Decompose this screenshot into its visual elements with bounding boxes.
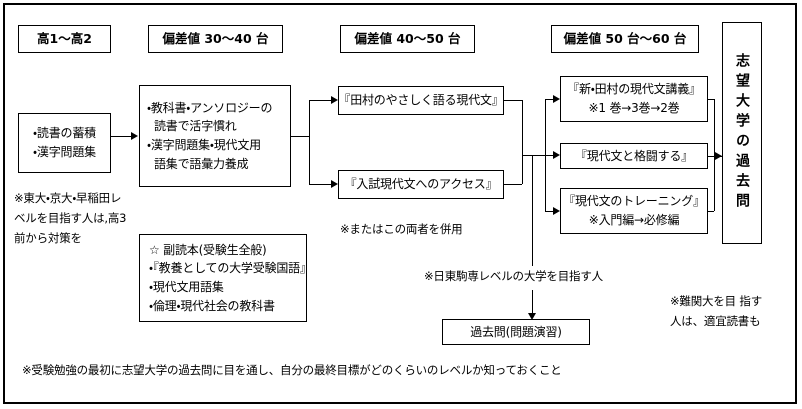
shin-tamura-kougi-line-1: 『新・田村の現代文講義』 bbox=[567, 82, 701, 97]
connector-stage2b-out bbox=[504, 184, 522, 185]
supplementary-reader-line-2: ・『教養としての大学受験国語』 bbox=[149, 261, 312, 276]
connector-merge-col4 bbox=[714, 99, 715, 211]
connector-stage3b-out bbox=[708, 156, 714, 157]
reading-accumulation-box: ・読書の蓄積 ・漢字問題集 bbox=[18, 113, 111, 173]
goal-past-exam-box: 志望大学の過去問 bbox=[722, 22, 762, 244]
shin-tamura-kougi-line-2: ※1 巻→3巻→2巻 bbox=[588, 101, 680, 115]
header-hensachi-50-60: 偏差値 50 台～60 台 bbox=[551, 25, 699, 53]
connector-stage3a-out bbox=[708, 99, 714, 100]
kakomon-enshu-box: 過去問(問題演習) bbox=[442, 319, 590, 345]
textbook-anthology-box: ・教科書・アンソロジーの 読書で活字慣れ ・漢字問題集・現代文用 語集で語彙力養… bbox=[139, 85, 291, 187]
note-top-universities-line-3: 前から対策を bbox=[14, 231, 82, 246]
connector-to-stage2a bbox=[309, 100, 331, 101]
reading-accumulation-line-1: ・読書の蓄積 bbox=[33, 126, 96, 141]
bottom-caption: ※受験勉強の最初に志望大学の過去問に目を通し、自分の最終目標がどのくらいのレベル… bbox=[22, 363, 562, 377]
connector-split-vertical bbox=[309, 100, 310, 184]
goal-past-exam-label: 志望大学の過去問 bbox=[734, 53, 750, 213]
header-hensachi-50-60-label: 偏差値 50 台～60 台 bbox=[563, 31, 687, 47]
textbook-anthology-line-3: ・漢字問題集・現代文用 bbox=[147, 138, 261, 152]
note-top-universities-line-2: ベルを目指す人は,高3 bbox=[14, 211, 127, 226]
header-hensachi-40-50: 偏差値 40～50 台 bbox=[340, 25, 475, 53]
header-grade-label: 高1～高2 bbox=[37, 31, 92, 47]
header-hensachi-30-40: 偏差値 30～40 台 bbox=[148, 25, 283, 53]
outer-frame bbox=[3, 3, 797, 404]
connector-start-to-stage1 bbox=[111, 136, 131, 137]
arrowhead-down-to-pastexam bbox=[528, 313, 536, 320]
gendaibun-training-line-2: ※入門編→必修編 bbox=[588, 213, 680, 227]
kakomon-enshu-label: 過去問(問題演習) bbox=[470, 324, 562, 339]
connector-down-to-pastexam bbox=[532, 155, 533, 266]
connector-junction-bus bbox=[522, 155, 545, 156]
nyushi-access-label: 『入試現代文へのアクセス』 bbox=[344, 177, 498, 192]
connector-stage3c-out bbox=[708, 211, 714, 212]
connector-stage1-out bbox=[291, 136, 309, 137]
connector-to-stage3a bbox=[545, 99, 553, 100]
supplementary-reader-line-4: ・倫理・現代社会の教科書 bbox=[149, 298, 275, 313]
note-nankan-daigaku-line-2: 人は、適宜読書も bbox=[670, 314, 761, 329]
nyushi-access-box: 『入試現代文へのアクセス』 bbox=[338, 170, 504, 199]
supplementary-reader-line-3: ・現代文用語集 bbox=[149, 280, 224, 294]
note-nankan-daigaku-line-1: ※難関大を目 指す bbox=[670, 294, 762, 308]
gendaibun-kakutou-box: 『現代文と格闘する』 bbox=[560, 143, 708, 169]
arrowhead-to-stage2b bbox=[331, 180, 338, 188]
header-hensachi-30-40-label: 偏差値 30～40 台 bbox=[162, 31, 269, 47]
textbook-anthology-line-1: ・教科書・アンソロジーの bbox=[147, 100, 273, 115]
tamura-yasashiku-box: 『田村のやさしく語る現代文』 bbox=[338, 86, 504, 115]
connector-to-stage3c bbox=[545, 211, 553, 212]
arrowhead-to-goal bbox=[715, 152, 722, 160]
gendaibun-training-box: 『現代文のトレーニング』 ※入門編→必修編 bbox=[560, 188, 708, 234]
arrowhead-to-stage3b bbox=[553, 151, 560, 159]
header-hensachi-40-50-label: 偏差値 40～50 台 bbox=[354, 31, 461, 47]
connector-to-stage2b bbox=[309, 184, 331, 185]
gendaibun-training-line-1: 『現代文のトレーニング』 bbox=[563, 194, 705, 209]
header-grade: 高1～高2 bbox=[18, 25, 111, 53]
supplementary-reader-box: ☆ 副読本(受験生全般) ・『教養としての大学受験国語』 ・現代文用語集 ・倫理… bbox=[139, 234, 312, 322]
arrowhead-to-stage3c bbox=[553, 207, 560, 215]
supplementary-reader-line-1: ☆ 副読本(受験生全般) bbox=[149, 242, 267, 257]
textbook-anthology-line-2: 読書で活字慣れ bbox=[154, 119, 237, 134]
note-use-both: ※またはこの両者を併用 bbox=[340, 219, 463, 239]
note-use-both-line-1: ※またはこの両者を併用 bbox=[340, 222, 463, 236]
connector-merge-col3 bbox=[522, 100, 523, 184]
reading-accumulation-line-2: ・漢字問題集 bbox=[33, 145, 96, 159]
connector-down-to-pastexam-2 bbox=[532, 290, 533, 313]
shin-tamura-kougi-box: 『新・田村の現代文講義』 ※1 巻→3巻→2巻 bbox=[560, 76, 708, 122]
note-nankan-daigaku: ※難関大を目 指す 人は、適宜読書も bbox=[670, 291, 762, 331]
arrowhead-to-stage3a bbox=[553, 95, 560, 103]
note-nittoukomasen-line-1: ※日東駒専レベルの大学を目指す人 bbox=[424, 269, 603, 283]
note-top-universities: ※東大・京大・早稲田レ ベルを目指す人は,高3 前から対策を bbox=[14, 188, 126, 248]
tamura-yasashiku-label: 『田村のやさしく語る現代文』 bbox=[338, 93, 504, 108]
note-nittoukomasen: ※日東駒専レベルの大学を目指す人 bbox=[424, 266, 603, 286]
arrowhead-to-stage2a bbox=[331, 96, 338, 104]
connector-stage2a-out bbox=[504, 100, 522, 101]
textbook-anthology-line-4: 語集で語彙力養成 bbox=[154, 156, 249, 171]
arrowhead-start-to-stage1 bbox=[131, 132, 138, 140]
connector-to-stage3b bbox=[545, 155, 553, 156]
note-top-universities-line-1: ※東大・京大・早稲田レ bbox=[14, 191, 122, 205]
gendaibun-kakutou-label: 『現代文と格闘する』 bbox=[574, 148, 693, 163]
